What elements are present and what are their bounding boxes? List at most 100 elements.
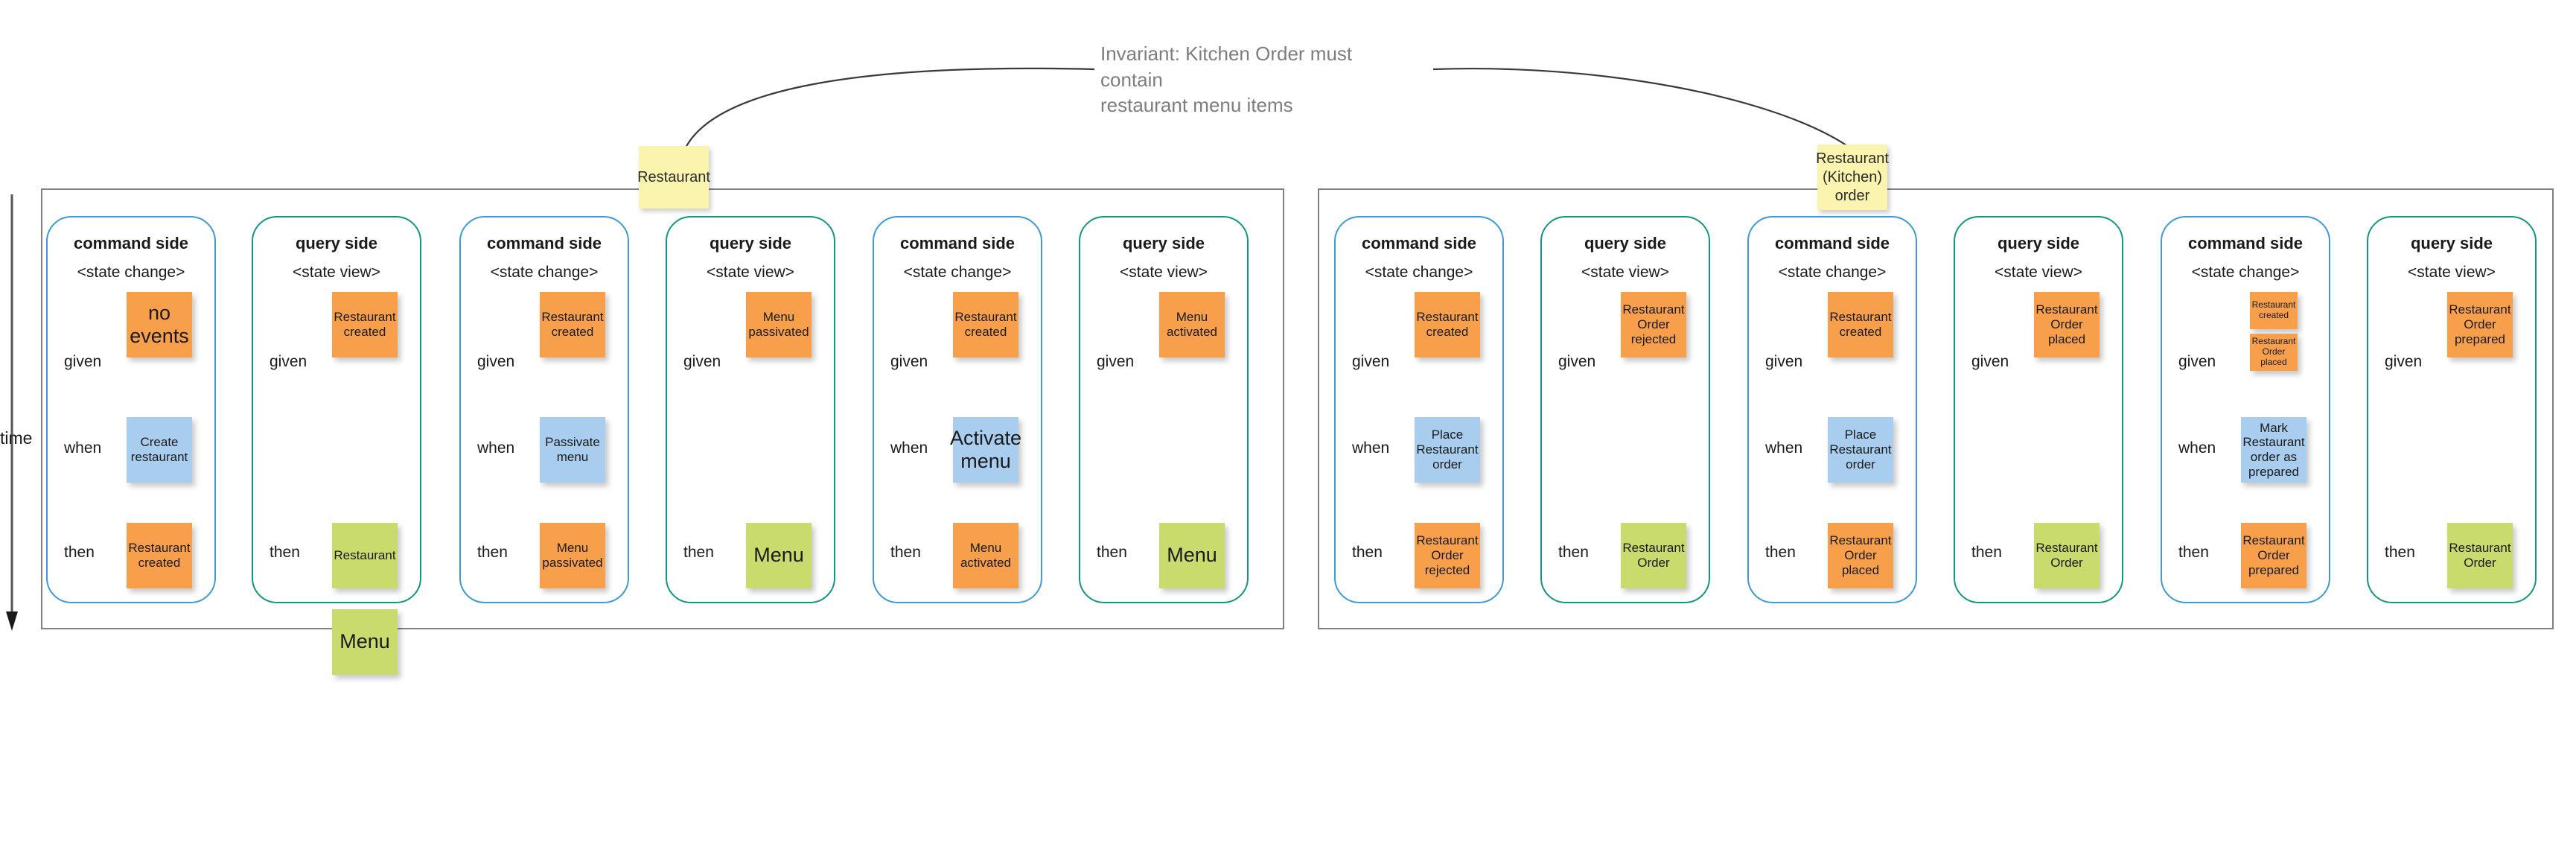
- sticky-note-event[interactable]: Restaurant Order prepared: [2241, 523, 2306, 588]
- panel-subtitle: <state view>: [1995, 264, 2082, 281]
- sticky-note-view[interactable]: Menu: [746, 523, 812, 588]
- row-label-then: then: [477, 544, 508, 561]
- row-label-then: then: [2385, 544, 2415, 561]
- sticky-note-command[interactable]: Activate menu: [950, 417, 1021, 483]
- time-axis-arrow-icon: [6, 194, 18, 631]
- sticky-note-view[interactable]: Restaurant Order: [2447, 523, 2513, 588]
- row-label-then: then: [890, 544, 921, 561]
- sticky-note-view[interactable]: Restaurant Order: [2034, 523, 2100, 588]
- row-label-when: when: [64, 439, 102, 457]
- panel-query-p2[interactable]: query side <state view> given Restaurant cr…: [252, 216, 421, 675]
- row-label-when: when: [2178, 439, 2216, 457]
- panel-title: command side: [73, 234, 189, 252]
- panel-title: query side: [1584, 234, 1667, 252]
- panel-subtitle: <state change>: [77, 264, 185, 281]
- sticky-note-event[interactable]: Restaurant Order placed: [2034, 292, 2100, 358]
- sticky-note-event[interactable]: Restaurant Order prepared: [2447, 292, 2513, 358]
- row-label-given: given: [2178, 353, 2216, 370]
- sticky-note-event[interactable]: Restaurant Order rejected: [1415, 523, 1480, 588]
- aggregate-note-restaurant[interactable]: Restaurant: [637, 146, 710, 209]
- row-label-then: then: [270, 544, 300, 561]
- sticky-note-event[interactable]: Restaurant Order placed: [2250, 334, 2298, 371]
- sticky-note-view[interactable]: Restaurant: [332, 523, 398, 588]
- panel-subtitle: <state change>: [490, 264, 599, 281]
- sticky-note-command[interactable]: Passivate menu: [540, 417, 605, 483]
- sticky-note-event[interactable]: Restaurant created: [953, 292, 1018, 358]
- panel-subtitle: <state view>: [293, 264, 380, 281]
- panel-title: query side: [709, 234, 792, 252]
- panel-subtitle: <state change>: [2191, 264, 2300, 281]
- sticky-note-event[interactable]: Menu activated: [953, 523, 1018, 588]
- panel-title: query side: [295, 234, 378, 252]
- sticky-note-event[interactable]: Restaurant created: [127, 523, 192, 588]
- panel-title: command side: [899, 234, 1016, 252]
- row-label-given: given: [270, 353, 307, 370]
- aggregate-note-kitchen-order[interactable]: Restaurant (Kitchen) order: [1816, 144, 1889, 210]
- row-label-when: when: [477, 439, 515, 457]
- row-label-then: then: [2178, 544, 2209, 561]
- row-label-given: given: [1558, 353, 1596, 370]
- row-label-then: then: [1971, 544, 2002, 561]
- row-label-given: given: [2385, 353, 2423, 370]
- panel-subtitle: <state change>: [1365, 264, 1473, 281]
- time-axis-label: time: [0, 428, 33, 448]
- sticky-note-event[interactable]: Menu activated: [1159, 292, 1225, 358]
- panel-subtitle: <state change>: [903, 264, 1012, 281]
- sticky-note-view[interactable]: Menu: [332, 609, 398, 675]
- group-frame-kitchen-order: [1318, 188, 2554, 629]
- row-label-then: then: [1097, 544, 1127, 561]
- sticky-note-view[interactable]: Restaurant Order: [1621, 523, 1686, 588]
- row-label-given: given: [1352, 353, 1390, 370]
- panel-command-p5[interactable]: command side <state change> given Restauran…: [873, 216, 1042, 603]
- sticky-note-command[interactable]: Create restaurant: [127, 417, 192, 483]
- row-label-then: then: [1765, 544, 1796, 561]
- sticky-note-view[interactable]: Menu: [1159, 523, 1225, 588]
- sticky-note-event[interactable]: no events: [127, 292, 192, 358]
- panel-title: query side: [1997, 234, 2080, 252]
- panel-subtitle: <state view>: [1581, 264, 1669, 281]
- panel-title: command side: [1774, 234, 1890, 252]
- row-label-given: given: [477, 353, 515, 370]
- sticky-note-event[interactable]: Restaurant created: [332, 292, 398, 358]
- row-label-given: given: [683, 353, 721, 370]
- sticky-note-event[interactable]: Restaurant Order rejected: [1621, 292, 1686, 358]
- sticky-note-event[interactable]: Restaurant created: [2250, 292, 2298, 329]
- sticky-note-event[interactable]: Menu passivated: [540, 523, 605, 588]
- row-label-when: when: [1765, 439, 1803, 457]
- sticky-note-event[interactable]: Restaurant created: [1828, 292, 1893, 358]
- row-label-then: then: [1352, 544, 1383, 561]
- row-label-when: when: [890, 439, 928, 457]
- row-label-given: given: [1097, 353, 1135, 370]
- sticky-note-event[interactable]: Restaurant created: [540, 292, 605, 358]
- row-label-then: then: [683, 544, 714, 561]
- invariant-note-text: Invariant: Kitchen Order must contain re…: [1100, 42, 1353, 117]
- panel-command-p3[interactable]: command side <state change> given Restauran…: [459, 216, 629, 603]
- panel-title: query side: [2410, 234, 2493, 252]
- panel-subtitle: <state view>: [1120, 264, 1208, 281]
- panel-command-p1[interactable]: command side <state change> given no events…: [46, 216, 216, 603]
- sticky-note-event[interactable]: Restaurant Order placed: [1828, 523, 1893, 588]
- sticky-note-command[interactable]: Place Restaurant order: [1828, 417, 1893, 483]
- row-label-then: then: [64, 544, 95, 561]
- panel-subtitle: <state change>: [1778, 264, 1887, 281]
- panel-subtitle: <state view>: [2408, 264, 2496, 281]
- row-label-given: given: [890, 353, 928, 370]
- sticky-note-event[interactable]: Restaurant created: [1415, 292, 1480, 358]
- panel-title: command side: [486, 234, 602, 252]
- row-label-given: given: [1765, 353, 1803, 370]
- sticky-note-command[interactable]: Place Restaurant order: [1415, 417, 1480, 483]
- sticky-note-command[interactable]: Mark Restaurant order as prepared: [2241, 417, 2306, 483]
- row-label-given: given: [64, 353, 102, 370]
- sticky-note-event[interactable]: Menu passivated: [746, 292, 812, 358]
- panel-title: command side: [2187, 234, 2304, 252]
- row-label-when: when: [1352, 439, 1390, 457]
